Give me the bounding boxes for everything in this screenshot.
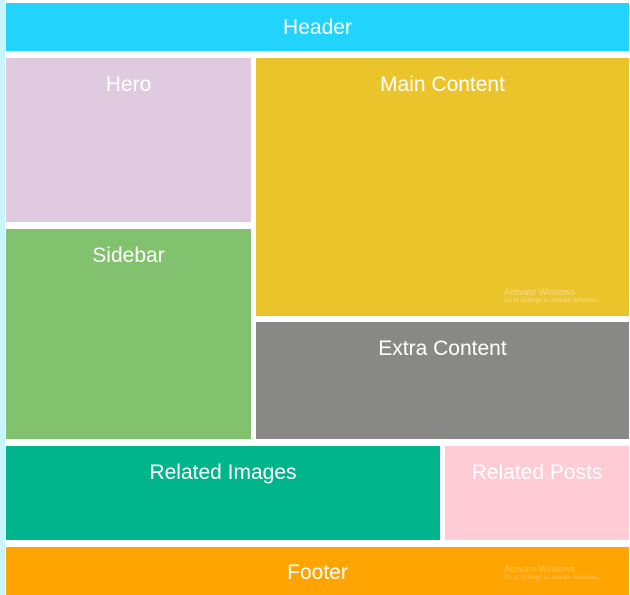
watermark-subtitle: Go to Settings to activate Windows. [504, 298, 599, 304]
related-posts-label: Related Posts [471, 461, 603, 484]
extra-content-block: Extra Content [256, 322, 629, 439]
related-images-block: Related Images [6, 446, 440, 540]
footer-block: Footer Activate Windows Go to Settings t… [6, 547, 629, 595]
hero-label: Hero [105, 73, 152, 96]
left-edge-stripe [0, 0, 5, 595]
activate-windows-watermark: Activate Windows Go to Settings to activ… [504, 288, 599, 306]
watermark-subtitle-faint: Go to Settings to activate Windows. [504, 575, 599, 581]
sidebar-block: Sidebar [6, 229, 251, 439]
watermark-title-faint: Activate Windows [504, 564, 576, 574]
hero-block: Hero [6, 58, 251, 222]
activate-windows-watermark-faint: Activate Windows Go to Settings to activ… [504, 565, 599, 583]
main-content-label: Main Content [380, 73, 505, 96]
watermark-title: Activate Windows [504, 287, 576, 297]
sidebar-label: Sidebar [92, 244, 165, 267]
extra-content-label: Extra Content [378, 337, 507, 360]
main-content-block: Main Content Activate Windows Go to Sett… [256, 58, 629, 316]
header-label: Header [283, 16, 352, 39]
footer-label: Footer [287, 561, 348, 584]
related-images-label: Related Images [149, 461, 297, 484]
related-posts-block: Related Posts [445, 446, 629, 540]
header-block: Header [6, 3, 629, 51]
